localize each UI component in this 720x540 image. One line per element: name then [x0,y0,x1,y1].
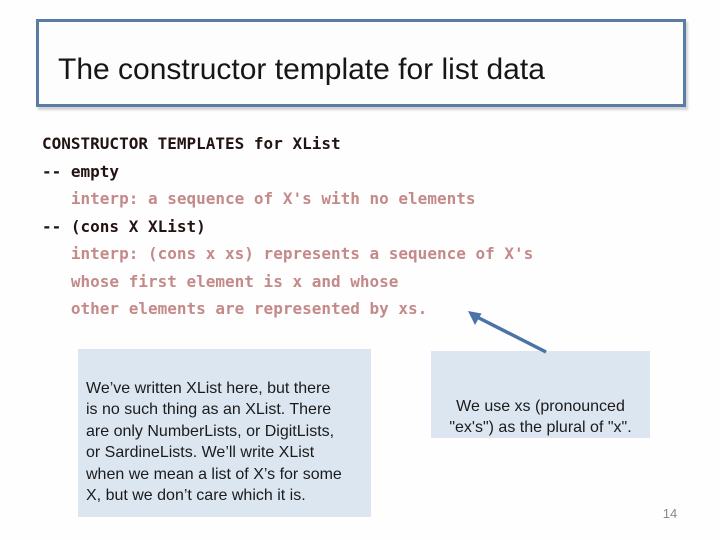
page-number: 14 [662,506,678,521]
left-note-box: We’ve written XList here, but there is n… [78,349,371,517]
code-line: CONSTRUCTOR TEMPLATES for XList [42,134,341,153]
right-note-box: We use xs (pronounced "ex's") as the plu… [431,351,650,438]
code-line: -- (cons X XList) [42,216,206,236]
page-title: The constructor template for list data [58,53,545,86]
code-line: other elements are represented by xs. [42,299,428,318]
code-line: interp: (cons x xs) represents a sequenc… [42,244,534,263]
right-note-text: We use xs (pronounced "ex's") as the plu… [449,397,632,437]
left-note-text: We’ve written XList here, but there is n… [86,379,342,505]
code-line: whose first element is x and whose [42,271,399,291]
arrow-connector-icon [468,311,547,354]
code-line: interp: a sequence of X's with no elemen… [42,189,476,208]
title-box: The constructor template for list data [36,19,686,107]
code-block: CONSTRUCTOR TEMPLATES for XList-- empty … [42,130,533,323]
code-line: -- empty [42,161,120,181]
